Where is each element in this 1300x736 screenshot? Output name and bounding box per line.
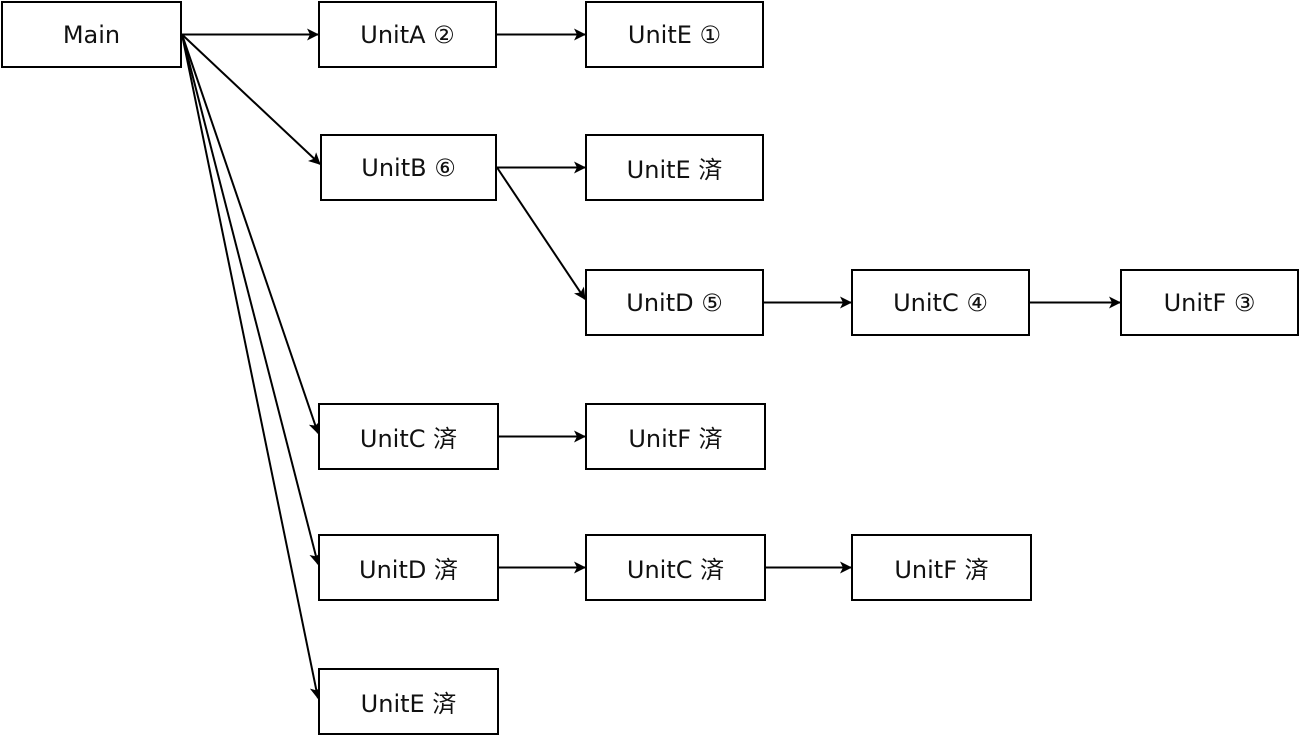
node-unit-f-done-1: UnitF 済	[585, 403, 766, 470]
node-unit-e-done-1: UnitE 済	[585, 134, 764, 201]
node-unit-f-done-2: UnitF 済	[851, 534, 1032, 601]
edge-main-to-unitD_done	[181, 34, 322, 566]
edge-main-to-unitE_done2	[181, 34, 322, 700]
node-unit-c-done-1: UnitC 済	[318, 403, 499, 470]
node-unit-c-4: UnitC ④	[851, 269, 1030, 336]
edge-main-to-unitB	[181, 33, 321, 165]
node-main: Main	[1, 1, 182, 68]
edge-main-to-unitC_done1	[181, 34, 321, 435]
edge-unitB-to-unitD5	[496, 166, 586, 300]
node-unit-c-done-2: UnitC 済	[585, 534, 766, 601]
node-unit-d-5: UnitD ⑤	[585, 269, 764, 336]
node-unit-e-done-2: UnitE 済	[318, 668, 499, 735]
node-unit-d-done: UnitD 済	[318, 534, 499, 601]
node-unit-b: UnitB ⑥	[320, 134, 497, 201]
node-unit-a: UnitA ②	[318, 1, 497, 68]
node-unit-f-3: UnitF ③	[1120, 269, 1299, 336]
node-unit-e-1: UnitE ①	[585, 1, 764, 68]
